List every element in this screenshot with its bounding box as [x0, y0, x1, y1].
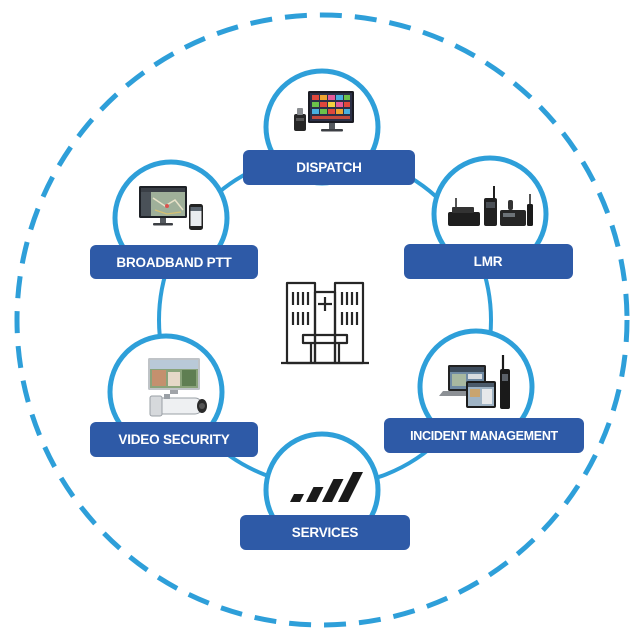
hospital-building-icon: [281, 281, 369, 365]
services-label-bar: [240, 515, 410, 550]
broadband-ptt-devices-icon: [139, 186, 203, 230]
lmr-label-bar: [404, 244, 573, 279]
node-video-security: VIDEO SECURITY: [90, 333, 258, 457]
incident-management-label: INCIDENT MANAGEMENT: [410, 429, 558, 443]
dispatch-label-bar: [243, 150, 415, 185]
services-label: SERVICES: [292, 525, 359, 540]
lmr-radios-icon: [448, 186, 533, 226]
video-security-camera-icon: [148, 358, 207, 417]
broadband-ptt-label: BROADBAND PTT: [116, 255, 232, 270]
services-logo-icon: [290, 472, 363, 502]
lmr-label: LMR: [474, 254, 503, 269]
video-security-label: VIDEO SECURITY: [118, 432, 229, 447]
node-lmr: LMR: [404, 155, 573, 279]
video-security-label-bar: [90, 422, 258, 457]
node-incident-management: INCIDENT MANAGEMENT: [384, 328, 584, 453]
outer-dashed-boundary: [14, 12, 630, 628]
dispatch-label: DISPATCH: [296, 160, 361, 175]
dispatch-console-icon: [294, 91, 354, 132]
incident-management-label-bar: [384, 418, 584, 453]
node-dispatch: DISPATCH: [243, 68, 415, 186]
node-broadband-ptt: BROADBAND PTT: [90, 159, 258, 279]
broadband-ptt-label-bar: [90, 245, 258, 279]
node-services: SERVICES: [240, 431, 410, 550]
incident-management-devices-icon: [439, 355, 510, 409]
